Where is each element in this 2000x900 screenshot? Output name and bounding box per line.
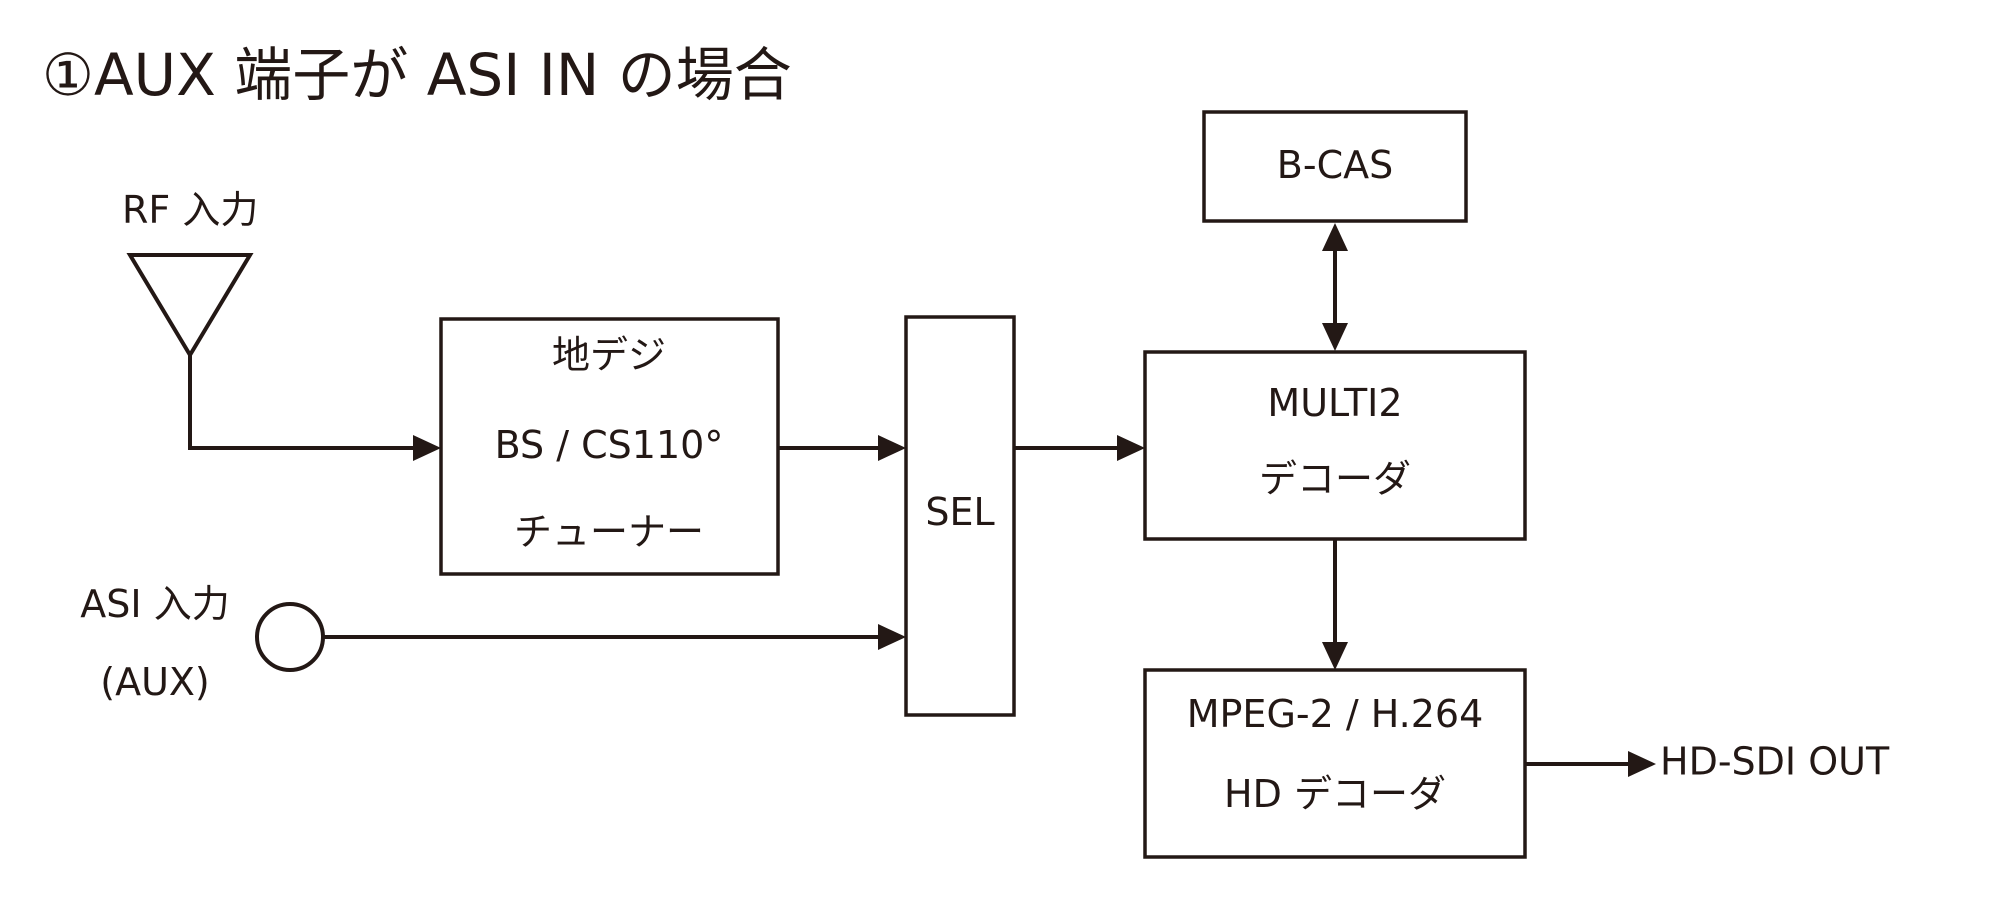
bcas-label: B-CAS xyxy=(1277,143,1393,187)
asi-aux-label: (AUX) xyxy=(100,660,210,704)
sel-box xyxy=(904,315,1016,717)
rf-input-label: RF 入力 xyxy=(122,188,258,232)
multi2-box xyxy=(1143,350,1527,541)
bcas-box xyxy=(1202,110,1468,223)
antenna-icon xyxy=(126,253,254,359)
asi-to-sel-arrowhead xyxy=(878,624,906,650)
rf-to-tuner-arrowhead xyxy=(413,435,441,461)
tuner-label-line1: 地デジ xyxy=(552,333,666,377)
hd-to-output-arrowhead xyxy=(1628,751,1656,777)
multi2-down-arrowhead xyxy=(1322,323,1348,351)
tuner-label-line2: BS / CS110° xyxy=(495,423,724,467)
tuner-to-sel-arrowhead xyxy=(878,435,906,461)
rf-to-tuner-line xyxy=(188,355,420,450)
sel-label: SEL xyxy=(925,490,994,534)
hd-decoder-label-line1: MPEG-2 / H.264 xyxy=(1187,692,1484,736)
asi-connector-icon xyxy=(255,602,325,672)
multi2-label-line1: MULTI2 xyxy=(1267,381,1402,425)
tuner-label-line3: チューナー xyxy=(514,510,704,554)
asi-input-label: ASI 入力 xyxy=(80,582,229,626)
diagram-title: ①AUX 端子が ASI IN の場合 xyxy=(42,41,792,109)
tuner-box xyxy=(439,317,780,576)
hd-decoder-box xyxy=(1143,668,1527,859)
multi2-to-hd-arrowhead xyxy=(1322,642,1348,670)
sel-to-multi2-arrowhead xyxy=(1117,435,1145,461)
bcas-up-arrowhead xyxy=(1322,223,1348,251)
multi2-label-line2: デコーダ xyxy=(1259,457,1411,501)
hd-decoder-label-line2: HD デコーダ xyxy=(1224,772,1446,816)
hdsdi-output-label: HD-SDI OUT xyxy=(1660,740,1890,784)
